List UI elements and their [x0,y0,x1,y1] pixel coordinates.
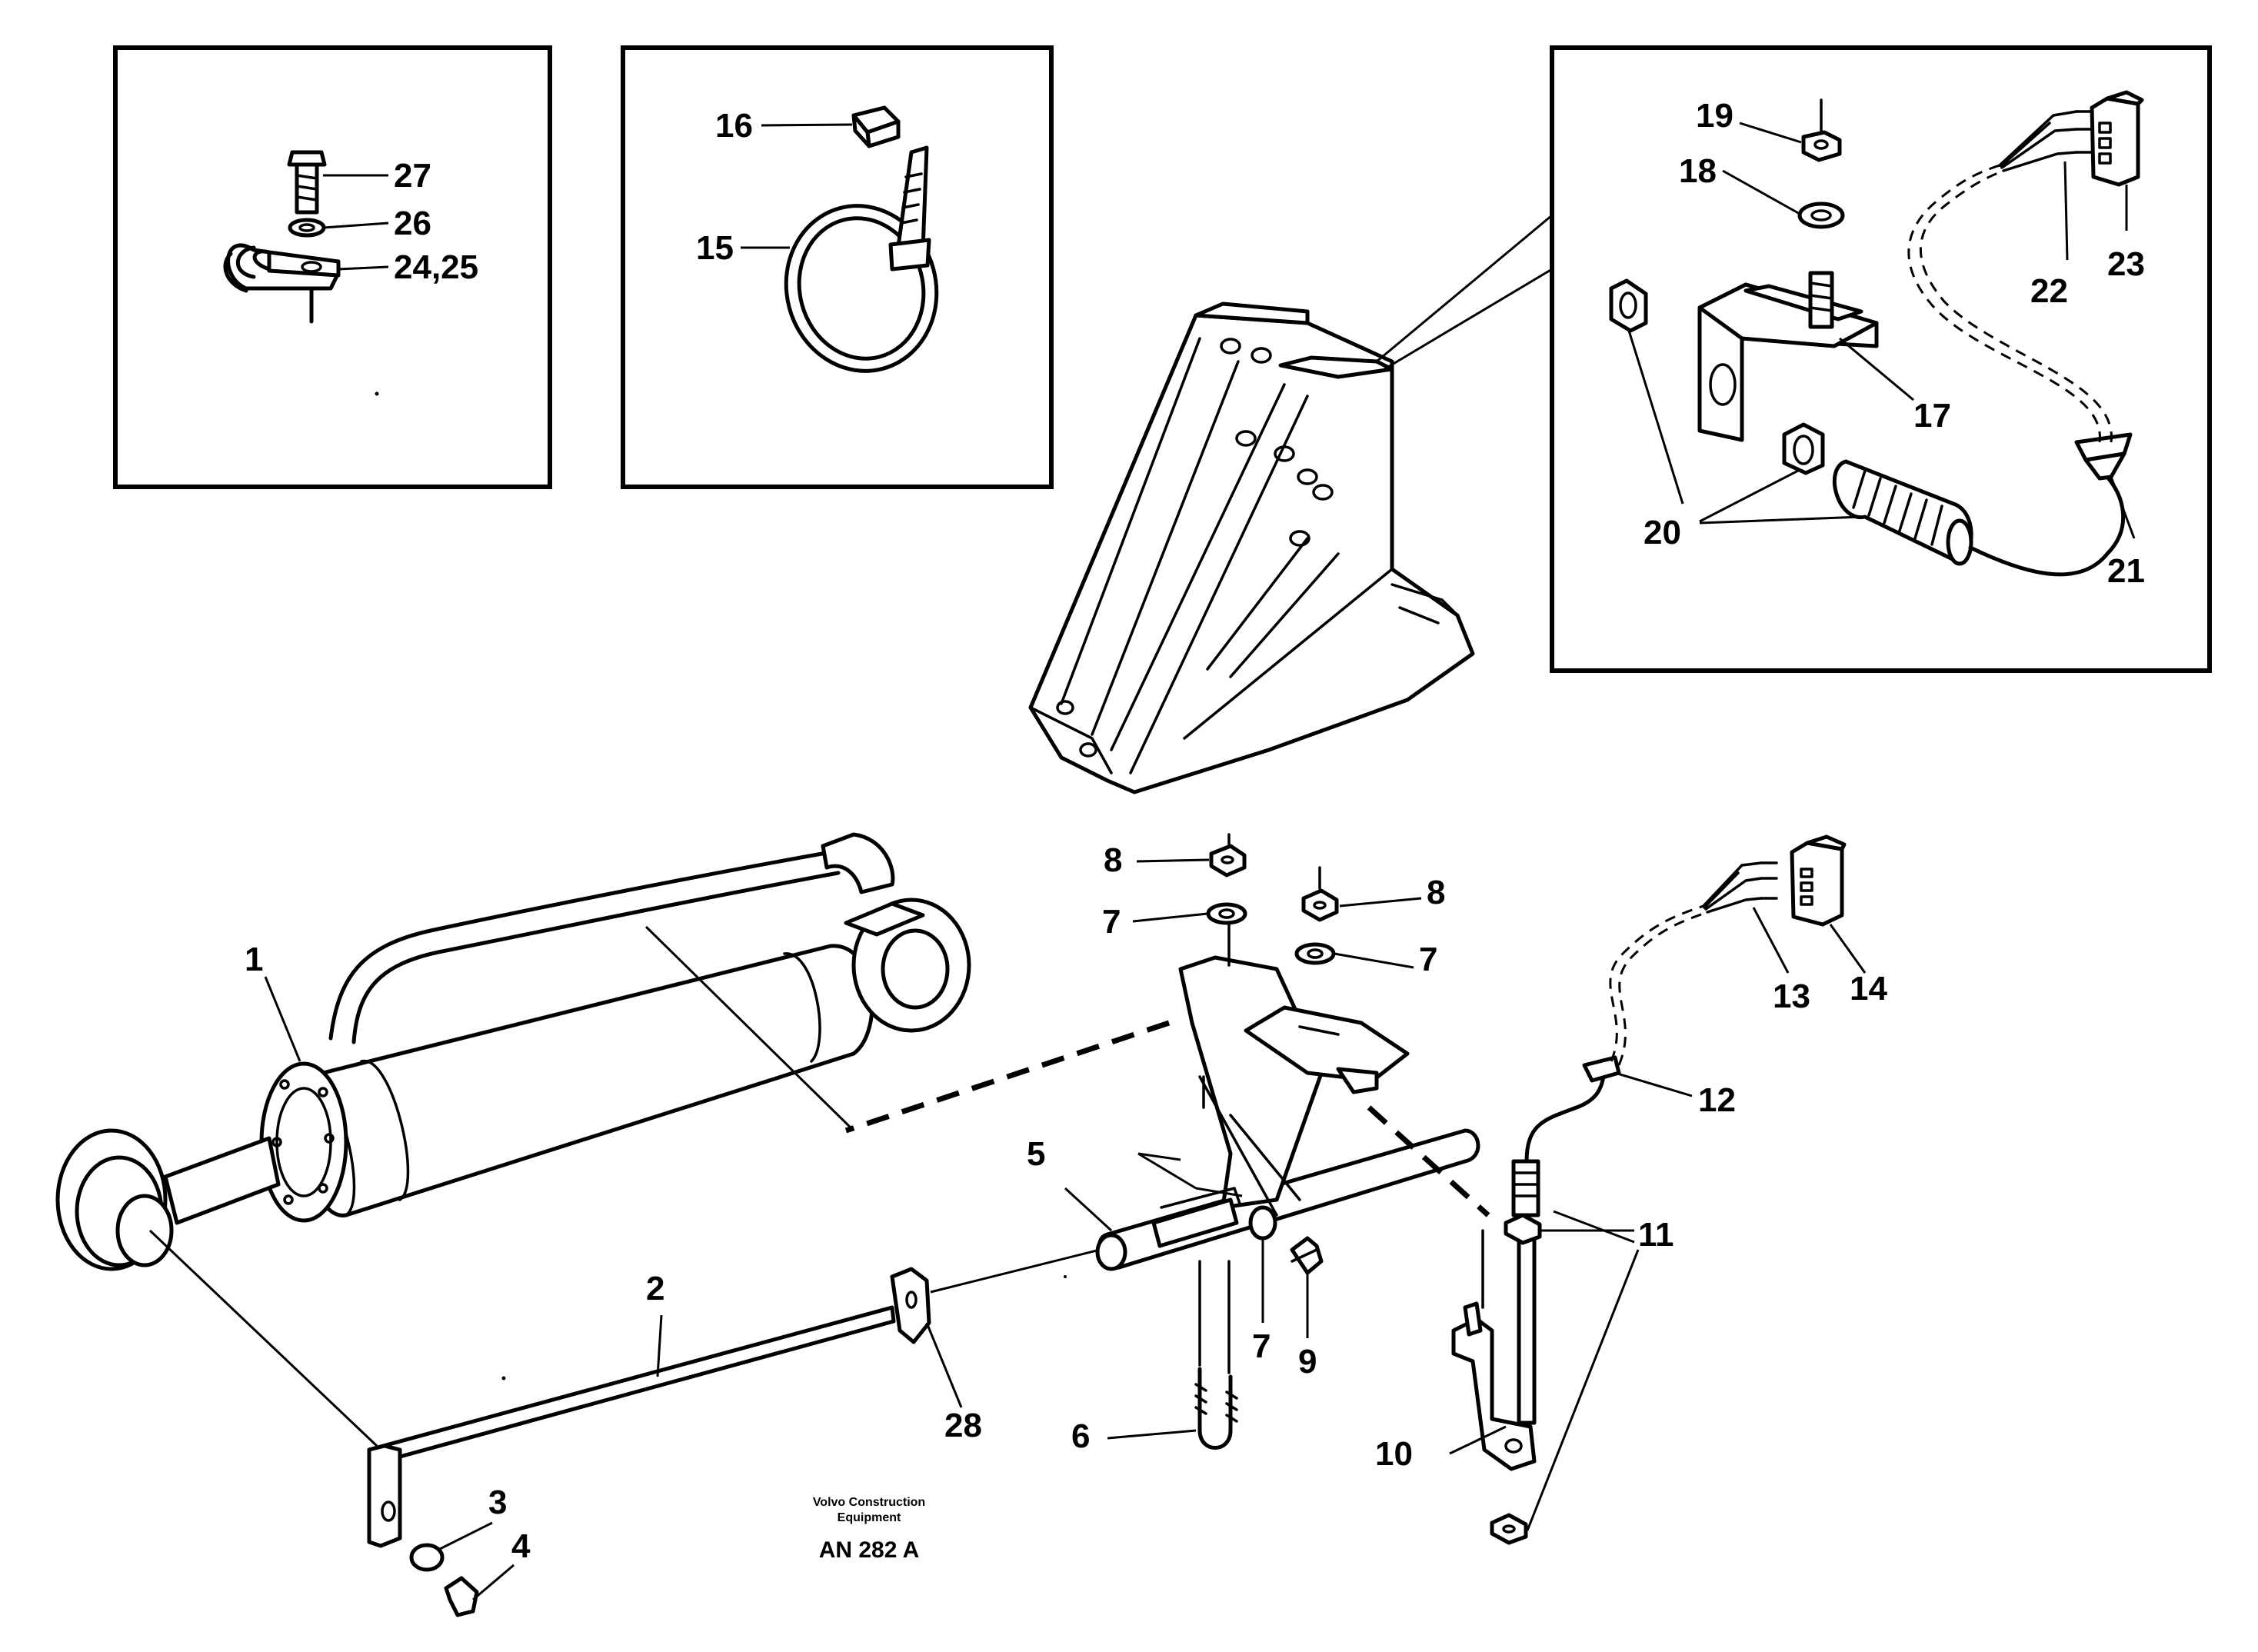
pivot-bracket [1064,833,1480,1450]
frame-bracket [1028,214,1553,794]
maker-line-1: Volvo Construction [813,1496,925,1509]
nut-8a-shape [1209,844,1247,878]
callout-14: 14 [1850,970,1887,1008]
callout-8b: 8 [1427,874,1445,911]
bolt-4-shape [444,1576,479,1617]
callout-6: 6 [1071,1417,1090,1455]
callout-26: 26 [394,205,431,242]
callout-15: 15 [696,229,734,267]
nut-19-shape [1801,98,1842,162]
callout-10: 10 [1375,1435,1413,1473]
washer-3-shape [409,1543,445,1572]
callout-18: 18 [1679,152,1717,190]
callout-19: 19 [1696,97,1733,135]
callout-16: 16 [715,107,753,145]
callout-11: 11 [1638,1216,1674,1254]
inset-clamp: 27 26 24,25 [113,45,552,489]
washer-18-shape [1797,202,1845,229]
callout-5: 5 [1027,1135,1045,1173]
nut-11b-shape [1490,1513,1528,1545]
connector-14-shape [1790,834,1847,927]
washer-7b-shape [1294,942,1336,965]
link-bar-2 [148,976,1116,1617]
dashed-guide-2 [1367,1105,1490,1217]
callout-21: 21 [2107,552,2145,590]
callout-24-25: 24,25 [394,248,478,286]
washer-7c-shape [1248,1205,1277,1241]
callout-27: 27 [394,157,431,195]
stud-shape [1808,271,1834,329]
callout-7c: 7 [1252,1327,1271,1365]
nut-11a-shape [1504,1213,1542,1245]
sensor-cable-shape [1968,475,2126,577]
reference-code: AN 282 A [819,1537,920,1563]
sensor-mount [1449,834,1867,1545]
callout-13: 13 [1773,978,1810,1015]
callout-12: 12 [1698,1081,1736,1119]
bracket-10-shape [1451,1317,1537,1471]
grommet-21-shape [2074,432,2133,481]
callout-23: 23 [2107,245,2145,283]
connector-23-shape [2090,90,2144,187]
tie-mount-16-shape [851,105,901,148]
washer-7a-shape [1206,902,1247,925]
nut-8b-shape [1301,888,1339,922]
callout-20: 20 [1644,514,1681,551]
bolt-27-shape [287,150,327,215]
hydraulic-cylinder [55,832,971,1271]
ubolt-6-shape [1197,1367,1233,1450]
nut-20a-shape [1609,278,1648,333]
callout-22: 22 [2030,272,2068,310]
clamp-24-shape [223,243,341,293]
washer-26-shape [288,218,326,238]
nut-20b-shape [1782,422,1825,475]
sensor-body-shape [1832,459,1973,566]
callout-7a: 7 [1102,903,1121,941]
callout-28: 28 [944,1407,982,1444]
cable-tie-15-shape [784,145,939,373]
callout-7b: 7 [1419,941,1437,978]
wires-22-shape [1998,110,2078,172]
callout-2: 2 [646,1270,664,1307]
inset-cable-tie: 16 15 [621,45,1054,489]
callout-8a: 8 [1104,841,1122,879]
callout-3: 3 [488,1484,507,1521]
dashed-guide-1 [844,1020,1171,1134]
callout-4: 4 [511,1527,531,1565]
callout-17: 17 [1913,397,1951,435]
callout-9: 9 [1298,1343,1317,1381]
bracket-17-shape [1697,282,1879,442]
maker-line-2: Equipment [838,1511,901,1524]
callout-1: 1 [245,941,263,978]
inset-sensor: 19 18 17 20 21 22 23 [1550,45,2212,673]
